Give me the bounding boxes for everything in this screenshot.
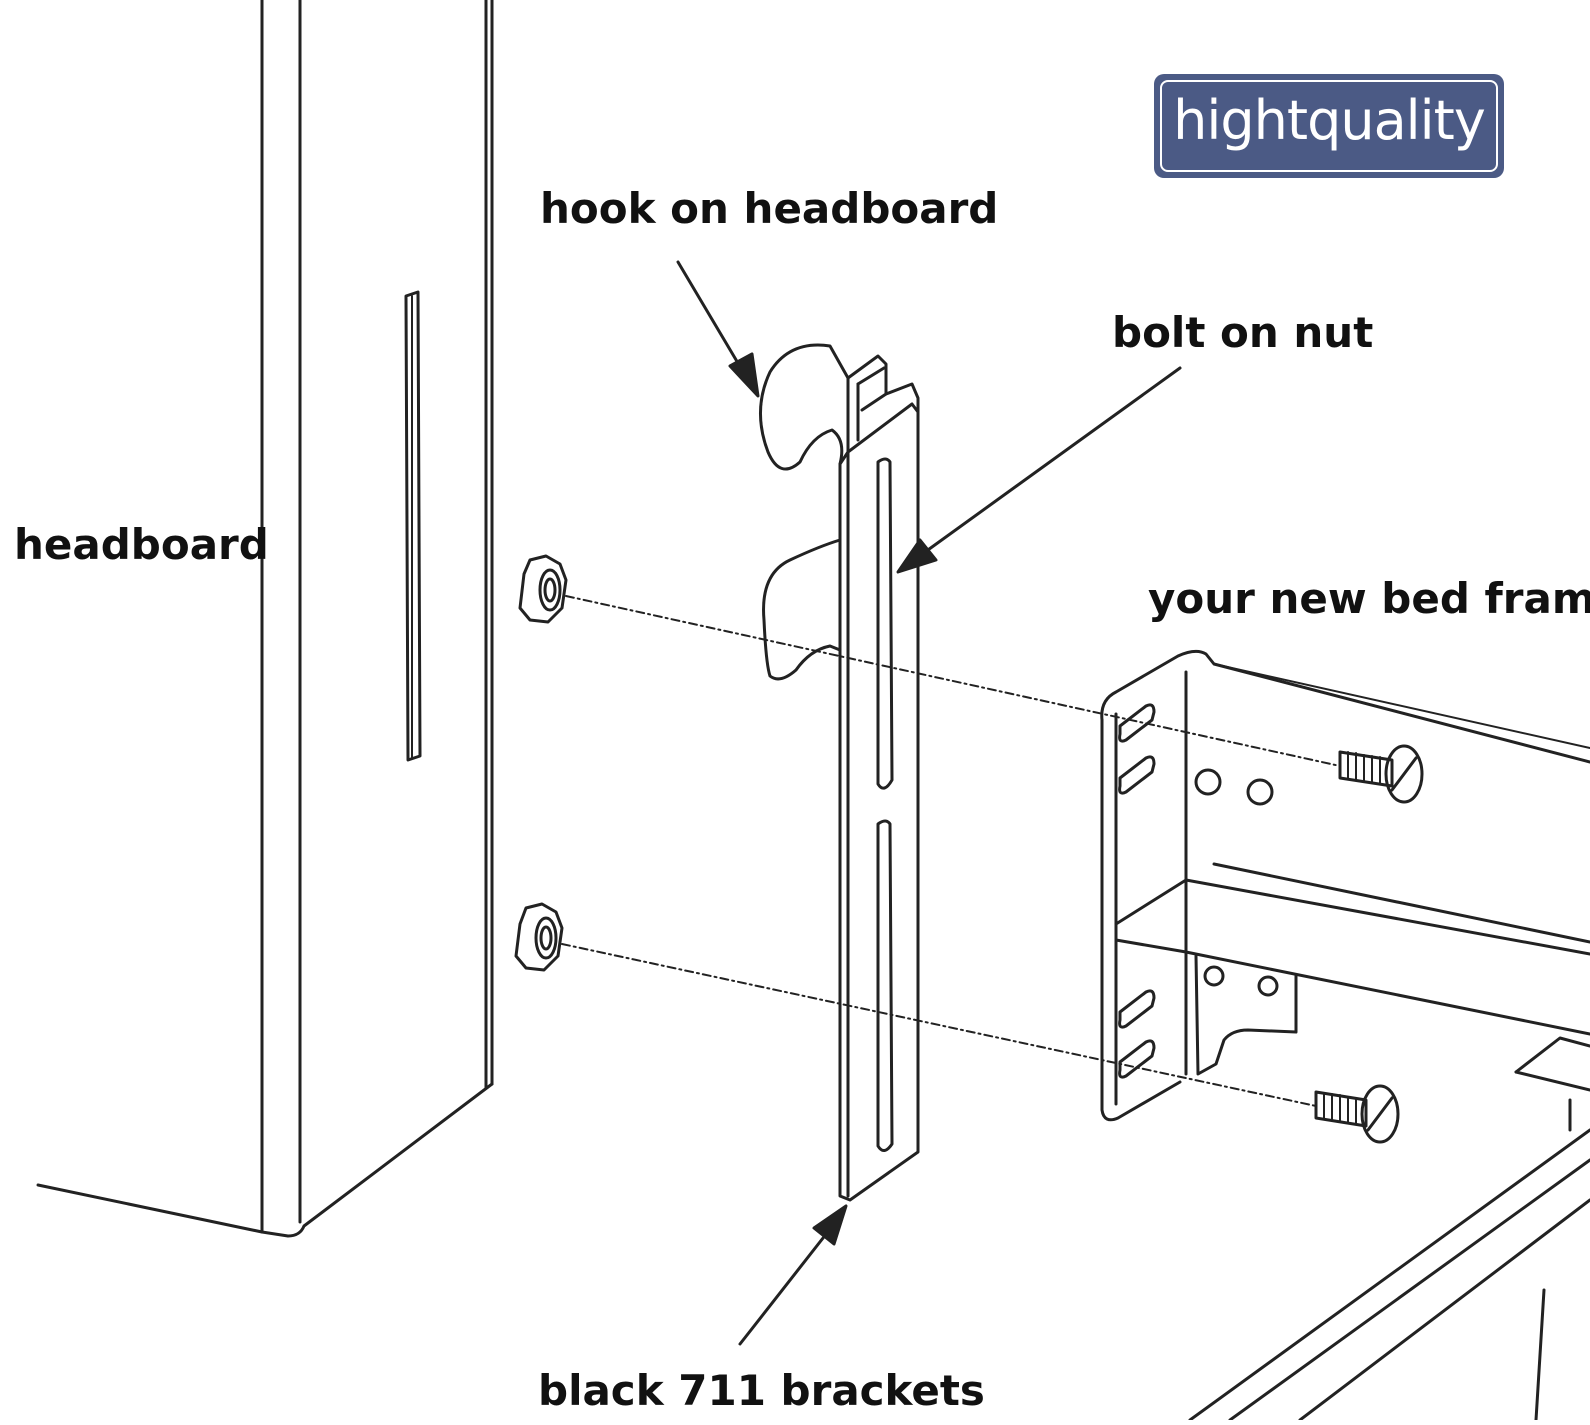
nut-top — [518, 554, 568, 624]
label-bolt-on-nut: bolt on nut — [1112, 308, 1374, 357]
bracket — [759, 343, 920, 1202]
bed-frame — [1100, 649, 1590, 1422]
arrow-hook — [676, 260, 760, 398]
arrow-bolt — [896, 366, 1182, 574]
arrow-brackets — [738, 1204, 848, 1346]
label-brackets: black 711 brackets — [538, 1366, 985, 1415]
bolt-bottom — [1314, 1084, 1400, 1144]
bolt-top — [1338, 744, 1424, 804]
label-bed-frame: your new bed frame — [1148, 574, 1590, 623]
headboard-post — [36, 0, 494, 1238]
brand-badge: hightquality — [1154, 74, 1504, 178]
alignment-lines — [561, 595, 1341, 1107]
label-headboard: headboard — [14, 520, 269, 569]
nut-bottom — [514, 902, 564, 972]
badge-text: hightquality — [1173, 89, 1486, 152]
label-hook-on-headboard: hook on headboard — [540, 184, 999, 233]
badge-border — [1160, 80, 1498, 172]
